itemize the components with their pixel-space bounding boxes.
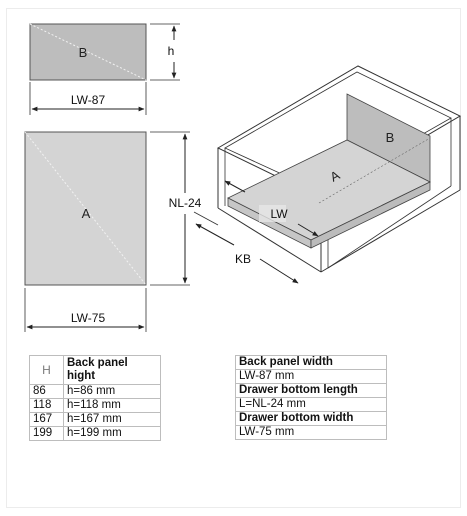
spec-value: LW-75 mm	[235, 425, 387, 440]
back-panel-height-table: H Back panel hight 86 h=86 mm 118 h=118 …	[29, 355, 161, 441]
table-row: 86 h=86 mm	[29, 384, 161, 399]
outer-depth-label: KB	[235, 252, 251, 266]
value-cell: h=118 mm	[63, 398, 161, 413]
panel-b: B	[29, 23, 147, 81]
table-row: LW-75 mm	[235, 425, 387, 440]
panel-a-width-label: LW-75	[71, 311, 106, 325]
panel-b-width-label: LW-87	[71, 93, 106, 107]
h-cell: 118	[29, 398, 64, 413]
spec-label: Drawer bottom length	[235, 383, 387, 398]
table-row: Back panel width	[235, 355, 387, 370]
panel-b-height-label: h	[168, 44, 175, 58]
spec-value: LW-87 mm	[235, 369, 387, 384]
panel-a-length-dimension: NL-24	[150, 131, 202, 286]
table-row: 167 h=167 mm	[29, 412, 161, 427]
spec-label: Drawer bottom width	[235, 411, 387, 426]
h-cell: 167	[29, 412, 64, 427]
panel-b-width-dimension: LW-87	[29, 82, 147, 115]
inner-width-label: LW	[270, 207, 288, 221]
panel-b-height-dimension: h	[150, 23, 180, 81]
panel-a-width-dimension: LW-75	[24, 288, 147, 332]
table-row: 118 h=118 mm	[29, 398, 161, 413]
table-row: Drawer bottom length	[235, 383, 387, 398]
table-header-row: H Back panel hight	[29, 355, 161, 385]
spec-value: L=NL-24 mm	[235, 397, 387, 412]
col-h-header: H	[29, 355, 64, 385]
panel-a-length-label: NL-24	[169, 196, 202, 210]
spec-label: Back panel width	[235, 355, 387, 370]
table-row: L=NL-24 mm	[235, 397, 387, 412]
dimension-spec-table: Back panel width LW-87 mm Drawer bottom …	[235, 355, 387, 440]
drawer-back-label: B	[386, 130, 395, 145]
drawer-isometric: A B LW KB	[193, 65, 462, 284]
h-cell: 86	[29, 384, 64, 399]
table-row: LW-87 mm	[235, 369, 387, 384]
diagram-frame	[6, 8, 461, 508]
col-label-header: Back panel hight	[63, 355, 161, 385]
table-row: 199 h=199 mm	[29, 426, 161, 441]
value-cell: h=167 mm	[63, 412, 161, 427]
value-cell: h=86 mm	[63, 384, 161, 399]
value-cell: h=199 mm	[63, 426, 161, 441]
panel-a-label: A	[82, 206, 91, 221]
h-cell: 199	[29, 426, 64, 441]
panel-a: A	[24, 131, 147, 286]
panel-b-label: B	[79, 45, 88, 60]
table-row: Drawer bottom width	[235, 411, 387, 426]
